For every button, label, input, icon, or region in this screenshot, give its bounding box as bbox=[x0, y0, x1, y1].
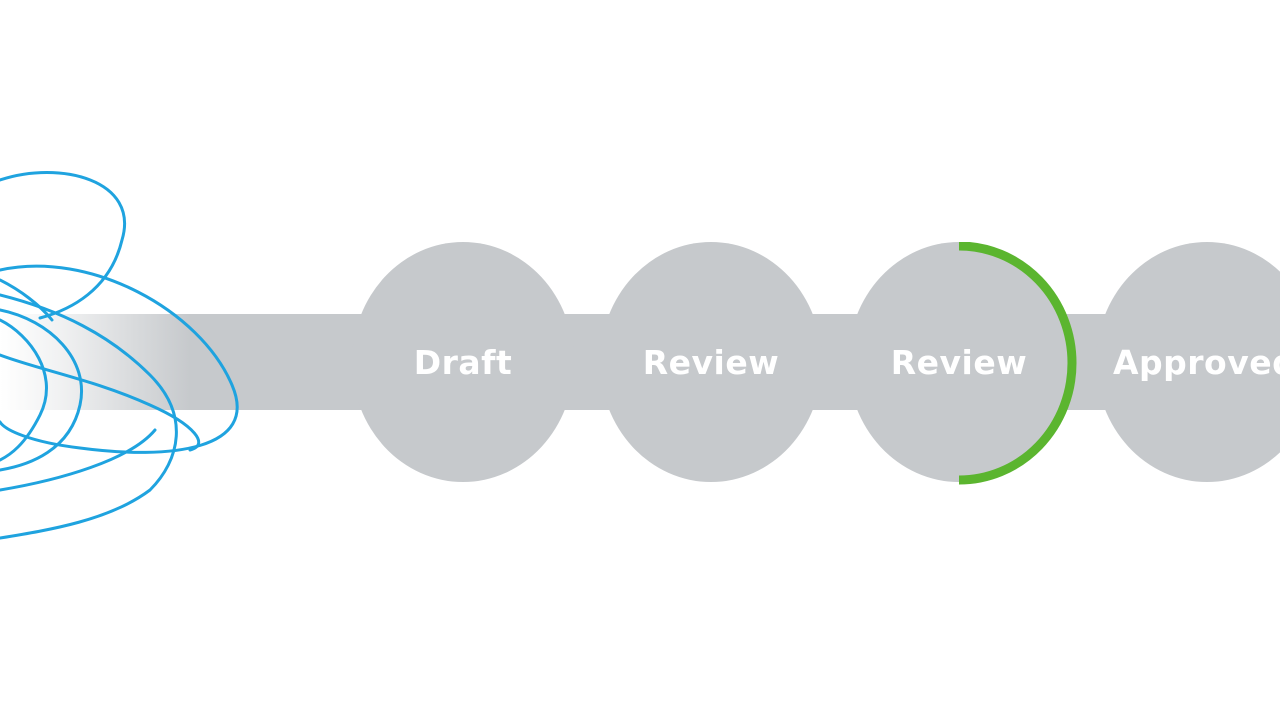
step-progress-ring bbox=[958, 242, 1077, 485]
scribble-icon bbox=[0, 171, 239, 540]
step-review-active-label: Review bbox=[890, 342, 1028, 382]
step-review-first[interactable]: Review bbox=[600, 242, 822, 482]
step-draft[interactable]: Draft bbox=[352, 242, 574, 482]
step-approved[interactable]: Approved bbox=[1096, 242, 1280, 482]
step-review-active[interactable]: Review bbox=[848, 242, 1070, 482]
step-approved-label: Approved bbox=[1113, 342, 1280, 382]
step-review-first-label: Review bbox=[642, 342, 780, 382]
step-draft-label: Draft bbox=[413, 342, 513, 382]
